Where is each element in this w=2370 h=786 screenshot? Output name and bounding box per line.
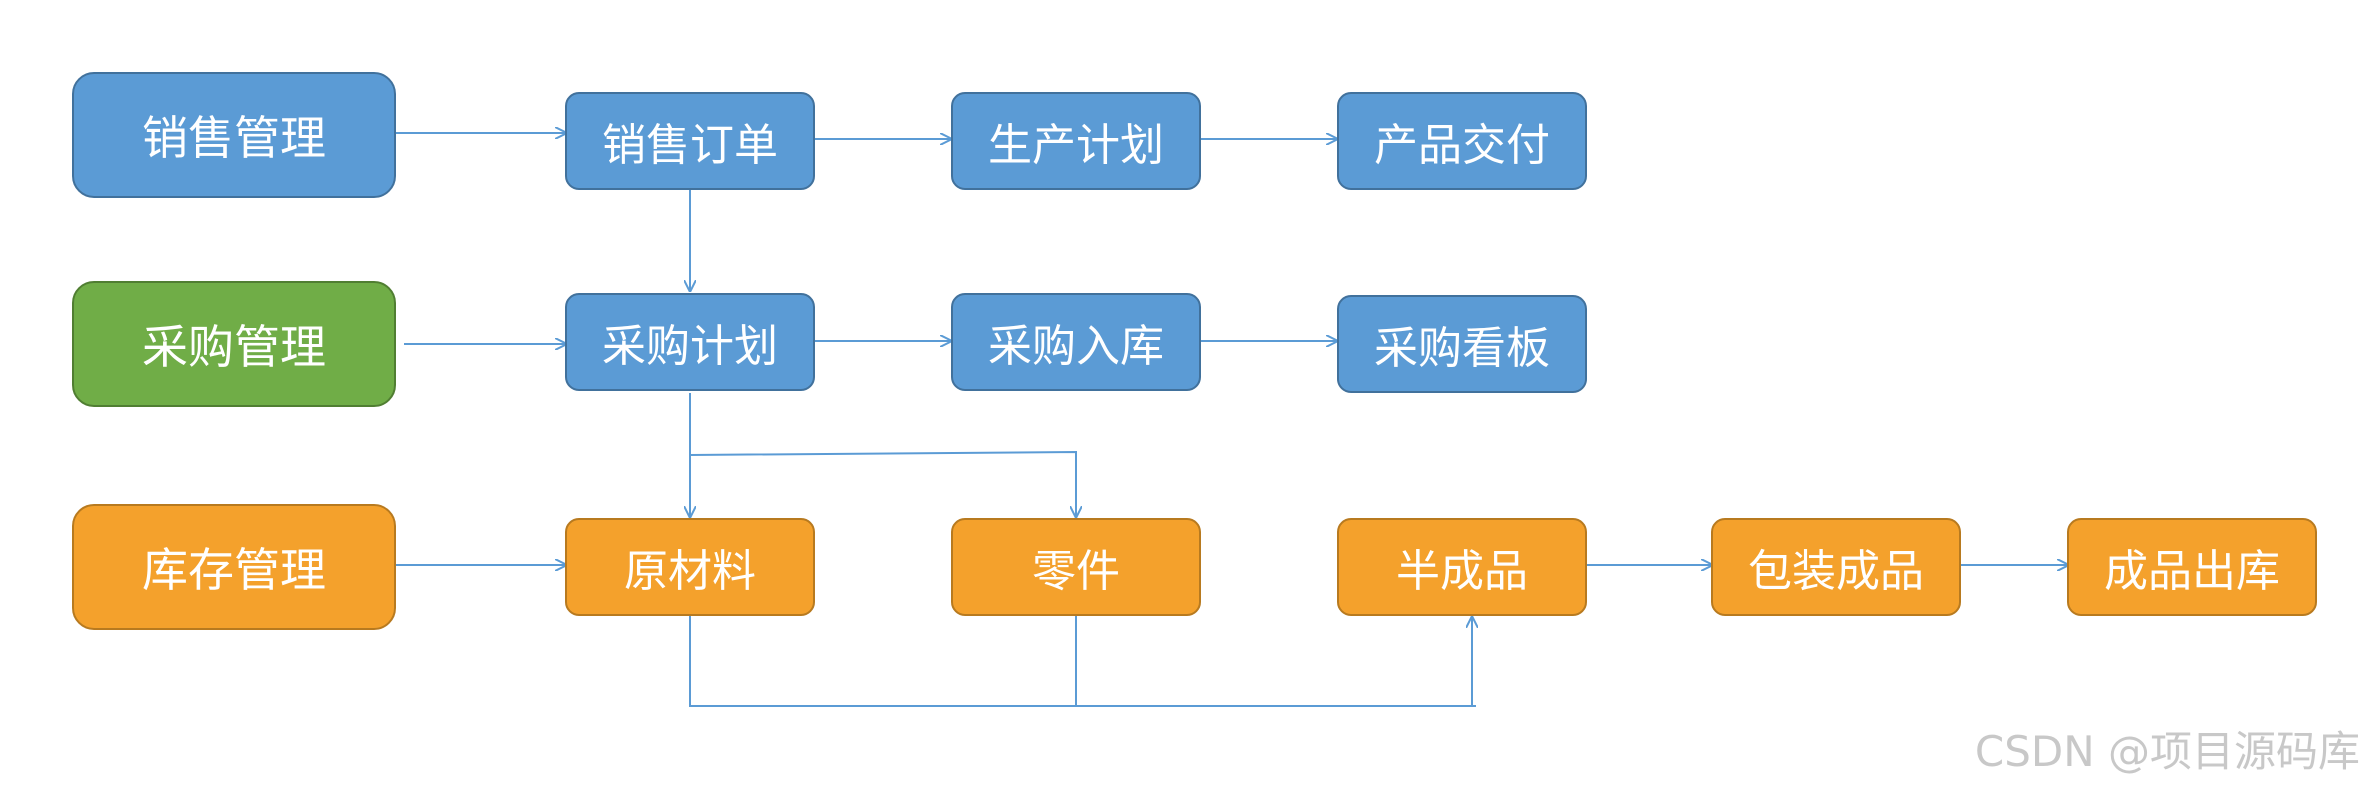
semi-finished-box: 半成品 [1337,518,1587,616]
sales-management-label: 销售管理 [142,111,326,165]
inventory-management-box: 库存管理 [72,504,396,630]
packaging-box: 包装成品 [1711,518,1961,616]
purchase-board-label: 采购看板 [1374,323,1550,374]
sales-management-box: 销售管理 [72,72,396,198]
parts-box: 零件 [951,518,1201,616]
purchase-board-box: 采购看板 [1337,295,1587,393]
purchase-inbound-box: 采购入库 [951,293,1201,391]
product-delivery-box: 产品交付 [1337,92,1587,190]
inventory-management-label: 库存管理 [142,543,326,597]
raw-material-label: 原材料 [624,546,756,597]
parts-label: 零件 [1032,546,1120,597]
purchase-management-label: 采购管理 [142,320,326,374]
watermark-text: CSDN @项目源码库 [1974,727,2360,776]
sales-order-box: 销售订单 [565,92,815,190]
purchase-plan-label: 采购计划 [602,321,778,372]
product-delivery-label: 产品交付 [1374,120,1550,171]
purchase-inbound-label: 采购入库 [988,321,1164,372]
sales-order-label: 销售订单 [602,120,778,171]
arrow-plan-to-parts [689,450,1076,517]
production-plan-box: 生产计划 [951,92,1201,190]
outbound-label: 成品出库 [2104,546,2280,597]
production-plan-label: 生产计划 [988,120,1164,171]
purchase-management-box: 采购管理 [72,281,396,407]
raw-material-box: 原材料 [565,518,815,616]
semi-finished-label: 半成品 [1396,546,1528,597]
purchase-plan-box: 采购计划 [565,293,815,391]
outbound-box: 成品出库 [2067,518,2317,616]
packaging-label: 包装成品 [1748,546,1924,597]
arrow-raw-parts-to-semi [689,616,1476,707]
